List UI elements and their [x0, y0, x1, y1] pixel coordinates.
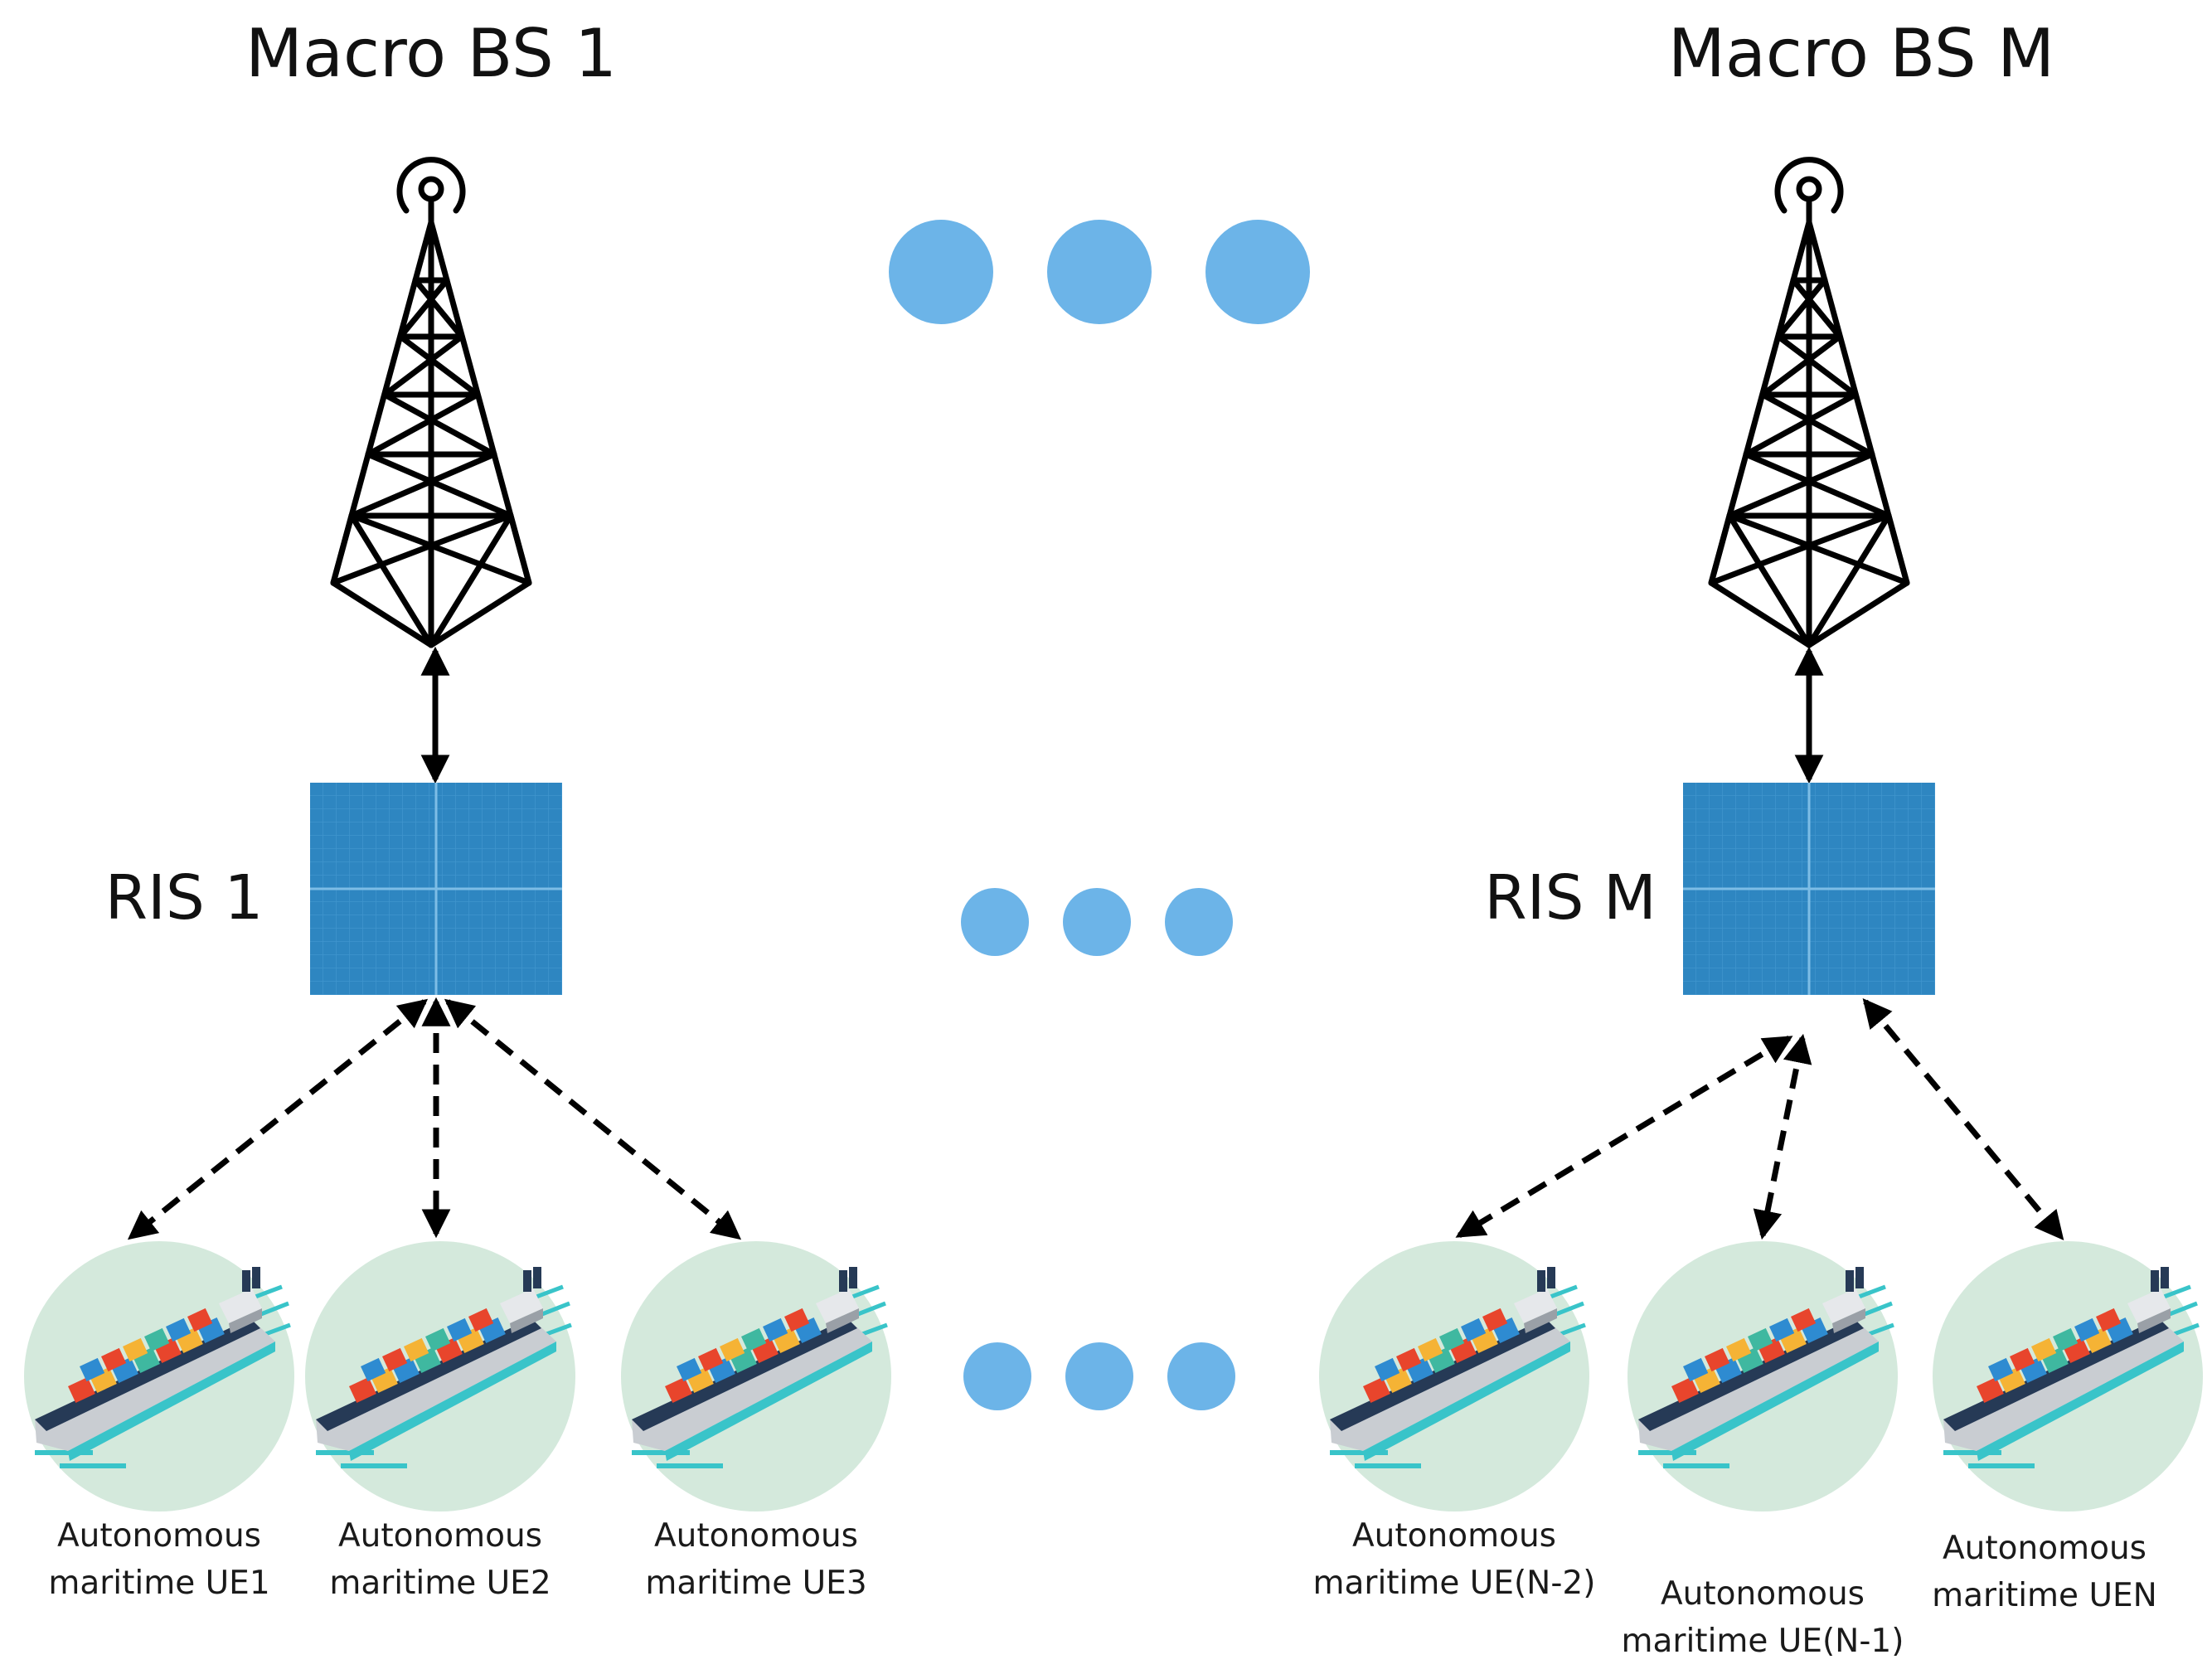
ue1-label-line1: Autonomous [57, 1517, 261, 1555]
ue3-label-line2: maritime UE3 [645, 1565, 866, 1602]
cargo-ship-icon [24, 1241, 294, 1511]
rism-ue-n1-link [1753, 1033, 1812, 1240]
ue-n2-label-line1: Autonomous [1352, 1517, 1556, 1555]
rism-ue-n2-link [1455, 1035, 1793, 1239]
radio-tower-icon [333, 160, 529, 645]
ue-n1-label-line2: maritime UE(N-1) [1622, 1623, 1904, 1660]
ue-n2-label-line2: maritime UE(N-2) [1313, 1565, 1596, 1602]
ris1-ue1-link [127, 998, 429, 1240]
cargo-ship-icon [1627, 1241, 1898, 1511]
ris-1-label: RIS 1 [105, 862, 264, 934]
ue2-label-line2: maritime UE2 [329, 1565, 551, 1602]
ue2-label-line1: Autonomous [338, 1517, 542, 1555]
radio-tower-icon [1711, 160, 1907, 645]
ue-n1-label-line1: Autonomous [1661, 1575, 1865, 1613]
ue1-label-line2: maritime UE1 [48, 1565, 269, 1602]
ris-m-panel [1681, 781, 1937, 997]
cargo-ship-icon [305, 1241, 575, 1511]
ris-1-panel [308, 781, 564, 997]
uen-label-line2: maritime UEN [1932, 1577, 2157, 1614]
rism-uen-link [1862, 997, 2064, 1241]
cargo-ship-icon [1933, 1241, 2203, 1511]
ris1-ue3-link [444, 998, 742, 1240]
macro-bs-m-title: Macro BS M [1668, 15, 2054, 92]
cargo-ship-icon [621, 1241, 891, 1511]
ellipsis-top [889, 220, 1310, 324]
ellipsis-bottom [963, 1342, 1235, 1410]
ellipsis-middle [961, 888, 1233, 956]
ris-m-label: RIS M [1484, 862, 1657, 934]
uen-label-line1: Autonomous [1943, 1530, 2147, 1567]
macro-bs-1-title: Macro BS 1 [245, 15, 617, 92]
cargo-ship-icon [1319, 1241, 1589, 1511]
ue3-label-line1: Autonomous [654, 1517, 858, 1555]
